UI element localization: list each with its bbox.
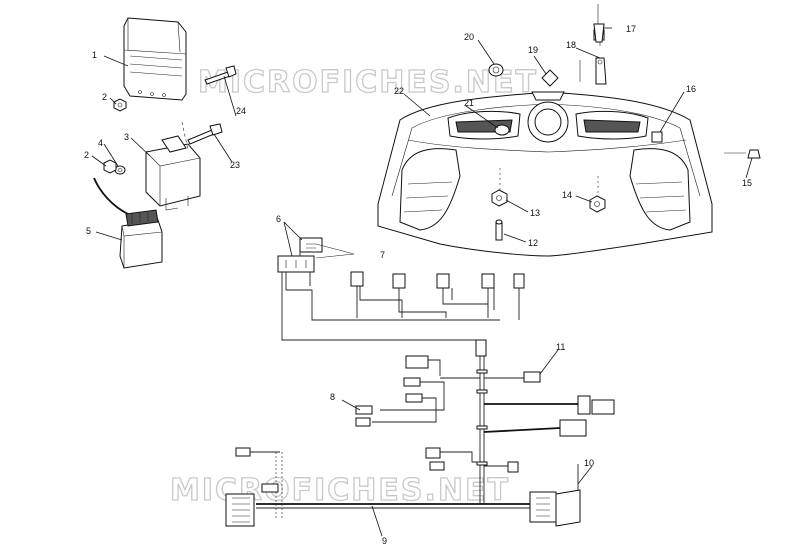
callout-5: 5 [86, 226, 91, 236]
callout-24: 24 [236, 106, 246, 116]
bulb-part [593, 4, 605, 43]
callout-16: 16 [686, 84, 696, 94]
regulator-module [145, 135, 201, 211]
nut-part [491, 189, 508, 207]
rear-harness [225, 447, 581, 527]
callout-15: 15 [742, 178, 752, 188]
callout-21: 21 [464, 98, 474, 108]
nut-part [113, 98, 127, 112]
connector-row [350, 271, 525, 320]
callout-3: 3 [124, 132, 129, 142]
bolt-part [187, 123, 223, 145]
callout-18: 18 [566, 40, 576, 50]
nut-part [103, 159, 117, 174]
grommet-part [488, 63, 504, 77]
instrument-pod [377, 91, 713, 257]
callout-2: 2 [102, 92, 107, 102]
callout-4: 4 [98, 138, 103, 148]
callout-9: 9 [382, 536, 387, 546]
callout-19: 19 [528, 45, 538, 55]
harness-connector-detail [277, 237, 500, 354]
callout-14: 14 [562, 190, 572, 200]
screw-part [724, 149, 761, 159]
callout-17: 17 [626, 24, 636, 34]
bulb-part [495, 219, 503, 241]
callout-8: 8 [330, 392, 335, 402]
main-harness [355, 339, 615, 504]
callout-12: 12 [528, 238, 538, 248]
callout-1: 1 [92, 50, 97, 60]
control-module [123, 17, 187, 101]
callout-2b: 2 [84, 150, 89, 160]
callout-10: 10 [584, 458, 594, 468]
callout-20: 20 [464, 32, 474, 42]
bolt-part [204, 65, 237, 85]
leader-lines [91, 27, 753, 537]
cdi-box [93, 177, 163, 269]
callout-13: 13 [530, 208, 540, 218]
pointer-line [315, 243, 355, 259]
callout-6: 6 [276, 214, 281, 224]
washer-part [114, 165, 126, 175]
dashed-guide [181, 121, 189, 151]
callout-11: 11 [556, 342, 565, 352]
watermark-top: MICROFICHES.NET [198, 65, 538, 100]
nut-part [589, 195, 606, 213]
callout-23: 23 [230, 160, 240, 170]
callout-22: 22 [394, 86, 404, 96]
callout-labels: 1 2 3 4 2 5 6 7 24 23 20 19 18 17 22 21 … [84, 24, 752, 546]
indicator-lens-part [541, 69, 559, 87]
watermark-bottom: MICROFICHES.NET [170, 473, 510, 508]
callout-7: 7 [380, 250, 385, 260]
